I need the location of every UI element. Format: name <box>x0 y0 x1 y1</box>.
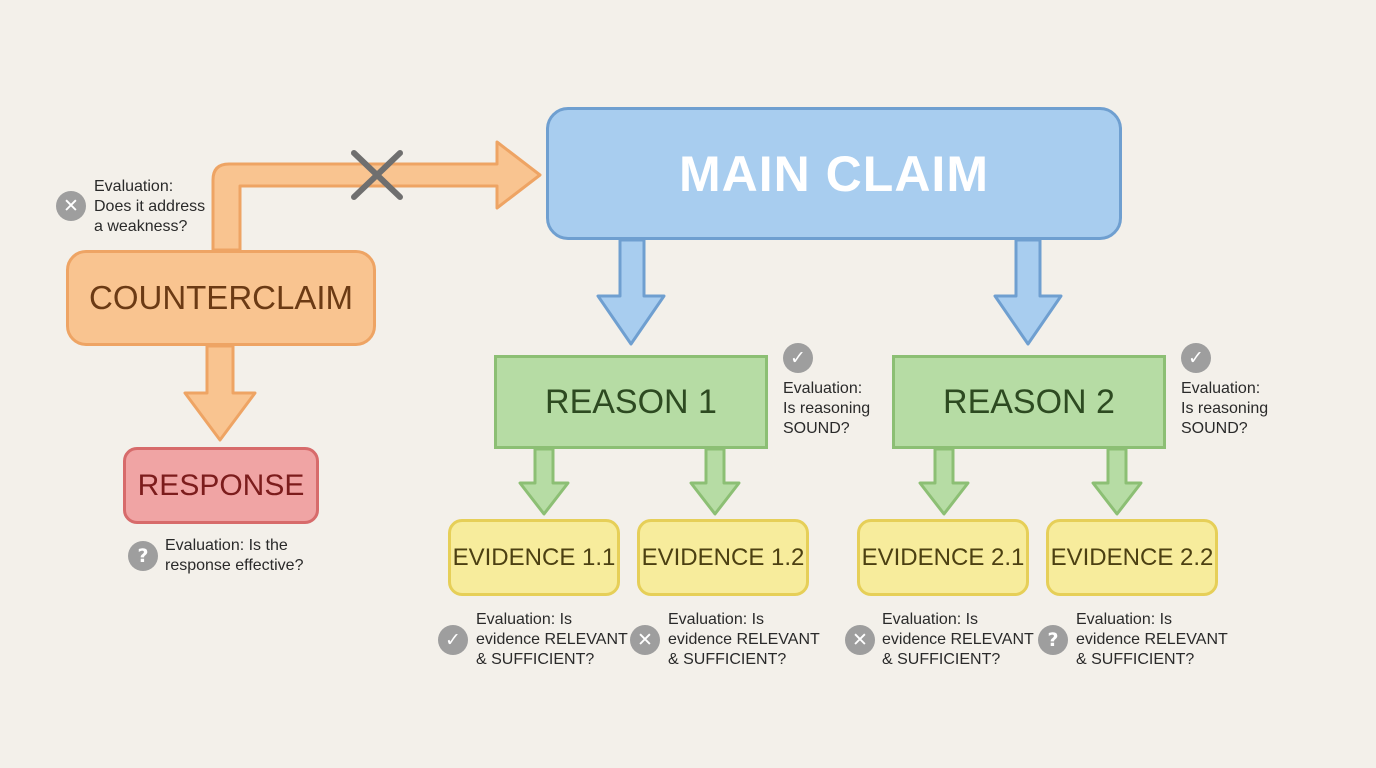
reason-1-evaluation: Evaluation: Is reasoning SOUND? <box>783 380 871 437</box>
check-icon: ✓ <box>783 343 813 373</box>
evidence-1-1-label: EVIDENCE 1.1 <box>452 543 616 571</box>
evidence-1-1-evaluation: Evaluation: Is evidence RELEVANT & SUFFI… <box>476 611 628 668</box>
counterclaim-to-response-arrow <box>183 344 257 442</box>
evidence-1-2-box: EVIDENCE 1.2 <box>637 519 809 596</box>
reason-1-to-evidence-1-2-arrow <box>689 447 741 516</box>
evidence-1-2-label: EVIDENCE 1.2 <box>641 543 805 571</box>
reason-1-to-evidence-1-1-arrow <box>518 447 570 516</box>
question-icon: ? <box>1038 625 1068 655</box>
evidence-2-1-box: EVIDENCE 2.1 <box>857 519 1029 596</box>
check-icon: ✓ <box>438 625 468 655</box>
evidence-2-2-label: EVIDENCE 2.2 <box>1050 543 1214 571</box>
cross-icon: ✕ <box>56 191 86 221</box>
response-label: RESPONSE <box>137 468 305 502</box>
main-to-reason-2-arrow <box>993 238 1063 346</box>
rebuttal-x-icon <box>351 150 403 200</box>
rebuttal-arrow <box>211 140 542 252</box>
check-icon: ✓ <box>1181 343 1211 373</box>
reason-2-box: REASON 2 <box>892 355 1166 449</box>
reason-2-evaluation: Evaluation: Is reasoning SOUND? <box>1181 380 1269 437</box>
cross-icon: ✕ <box>845 625 875 655</box>
reason-2-to-evidence-2-2-arrow <box>1091 447 1143 516</box>
response-box: RESPONSE <box>123 447 319 524</box>
main-claim-box: MAIN CLAIM <box>546 107 1122 240</box>
response-evaluation: Evaluation: Is the response effective? <box>165 537 304 574</box>
evidence-2-1-evaluation: Evaluation: Is evidence RELEVANT & SUFFI… <box>882 611 1034 668</box>
reason-2-label: REASON 2 <box>943 382 1115 421</box>
counterclaim-label: COUNTERCLAIM <box>88 279 354 316</box>
reason-1-label: REASON 1 <box>545 382 717 421</box>
evidence-2-2-box: EVIDENCE 2.2 <box>1046 519 1218 596</box>
reason-2-to-evidence-2-1-arrow <box>918 447 970 516</box>
evidence-1-2-evaluation: Evaluation: Is evidence RELEVANT & SUFFI… <box>668 611 820 668</box>
reason-1-box: REASON 1 <box>494 355 768 449</box>
main-claim-label: MAIN CLAIM <box>679 145 989 202</box>
counterclaim-box: COUNTERCLAIM <box>66 250 376 346</box>
counterclaim-evaluation: Evaluation: Does it address a weakness? <box>94 178 206 235</box>
evidence-1-1-box: EVIDENCE 1.1 <box>448 519 620 596</box>
evidence-2-2-evaluation: Evaluation: Is evidence RELEVANT & SUFFI… <box>1076 611 1228 668</box>
cross-icon: ✕ <box>630 625 660 655</box>
evidence-2-1-label: EVIDENCE 2.1 <box>861 543 1025 571</box>
question-icon: ? <box>128 541 158 571</box>
main-to-reason-1-arrow <box>596 238 666 346</box>
